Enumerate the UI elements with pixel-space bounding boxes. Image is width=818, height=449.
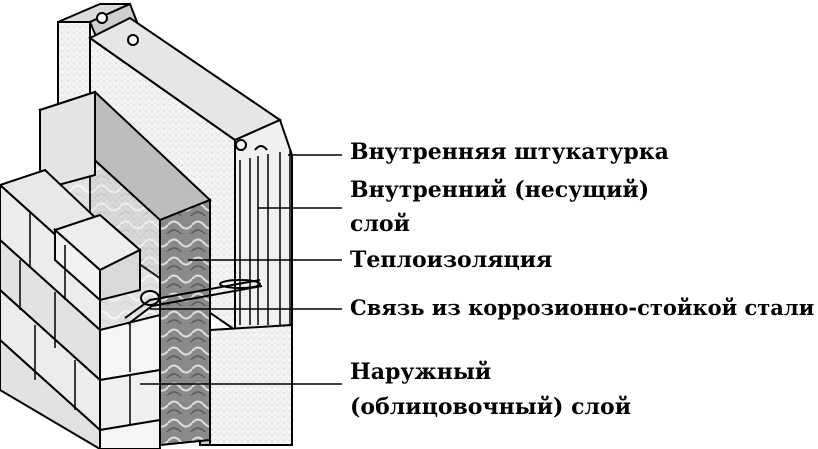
- label-outer-layer-line2: (облицовочный) слой: [350, 394, 632, 420]
- label-inner-layer-line1: Внутренний (несущий): [350, 177, 650, 203]
- label-insulation: Теплоизоляция: [350, 247, 553, 273]
- steel-tie: [124, 279, 263, 325]
- label-inner-plaster: Внутренняя штукатурка: [350, 139, 669, 165]
- label-inner-layer-line2: слой: [350, 211, 410, 237]
- block-grooves: [96, 12, 268, 151]
- leader-lines: [140, 154, 342, 385]
- label-steel-tie: Связь из коррозионно-стойкой стали: [350, 295, 815, 320]
- label-outer-layer-line1: Наружный: [350, 359, 492, 385]
- plaster-stripes: [239, 150, 291, 325]
- brick-joints: [19, 212, 131, 424]
